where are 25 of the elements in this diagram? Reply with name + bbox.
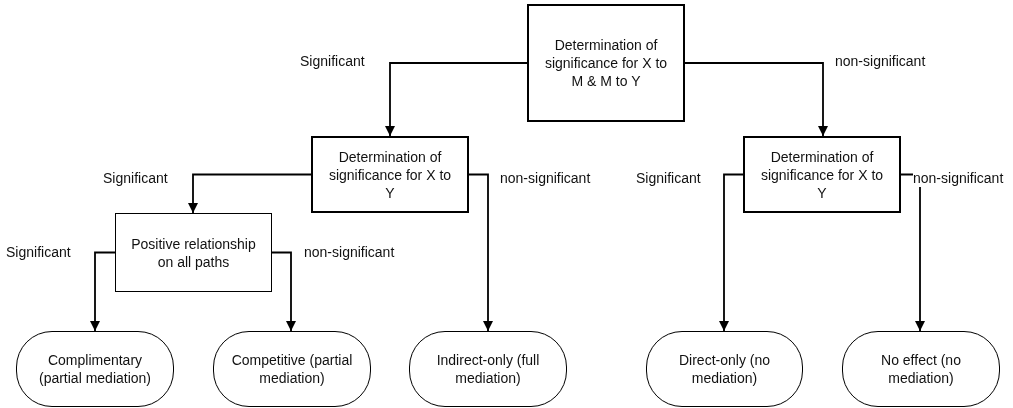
edge-label: non-significant (500, 169, 591, 187)
edge-label: non-significant (304, 243, 395, 261)
decision-box: Determination of significance for X to Y (311, 136, 469, 213)
outcome-terminal: Competitive (partial mediation) (213, 331, 371, 407)
outcome-terminal: Indirect-only (full mediation) (409, 331, 567, 407)
arrow (90, 251, 116, 332)
arrow (188, 173, 312, 214)
arrow (468, 173, 493, 332)
edge-label: non-significant (835, 52, 926, 70)
decision-box: Positive relationship on all paths (115, 213, 272, 292)
arrow (719, 173, 744, 332)
edge-label: non-significant (913, 169, 1004, 187)
arrow (684, 62, 828, 137)
outcome-terminal: No effect (no mediation) (842, 331, 1000, 407)
edge-label: Significant (6, 243, 71, 261)
arrow (271, 251, 296, 332)
decision-box: Determination of significance for X to Y (743, 136, 901, 213)
edge-label: Significant (636, 169, 701, 187)
decision-box: Determination of significance for X to M & M to Y (527, 4, 685, 122)
outcome-terminal: Complimentary (partial mediation) (16, 331, 174, 407)
outcome-terminal: Direct-only (no mediation) (646, 331, 803, 407)
edge-label: Significant (300, 52, 365, 70)
arrow (385, 62, 528, 137)
arrow (900, 173, 925, 332)
edge-label: Significant (103, 169, 168, 187)
